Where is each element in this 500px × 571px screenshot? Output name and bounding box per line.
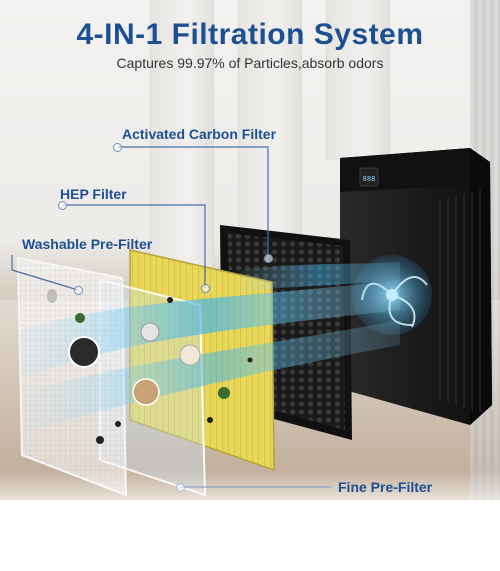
callout-label-fine: Fine Pre-Filter (338, 479, 433, 495)
callout-leader-lines (11, 146, 332, 488)
callout-label-carbon: Activated Carbon Filter (122, 126, 277, 142)
bottom-fade (0, 470, 500, 571)
callout-label-hep: HEP Filter (60, 186, 127, 202)
wall-panel (326, 0, 390, 160)
page-subtitle: Captures 99.97% of Particles,absorb odor… (116, 55, 384, 71)
particles (68, 297, 253, 444)
svg-text:888: 888 (363, 175, 376, 183)
airflow-stream (20, 262, 400, 430)
callout-dot (113, 143, 122, 152)
page-title: 4-IN-1 Filtration System (76, 18, 424, 51)
callout-dot (201, 284, 210, 293)
callout-label-washable: Washable Pre-Filter (22, 236, 153, 252)
callout-dot (74, 286, 83, 295)
product-scene: 888 (0, 0, 500, 500)
air-purifier-illustration: 888 (16, 148, 492, 497)
callout-dot (264, 254, 273, 263)
purifier-unit: 888 (340, 148, 492, 425)
wall-panel (150, 0, 214, 300)
callout-dot (58, 201, 67, 210)
